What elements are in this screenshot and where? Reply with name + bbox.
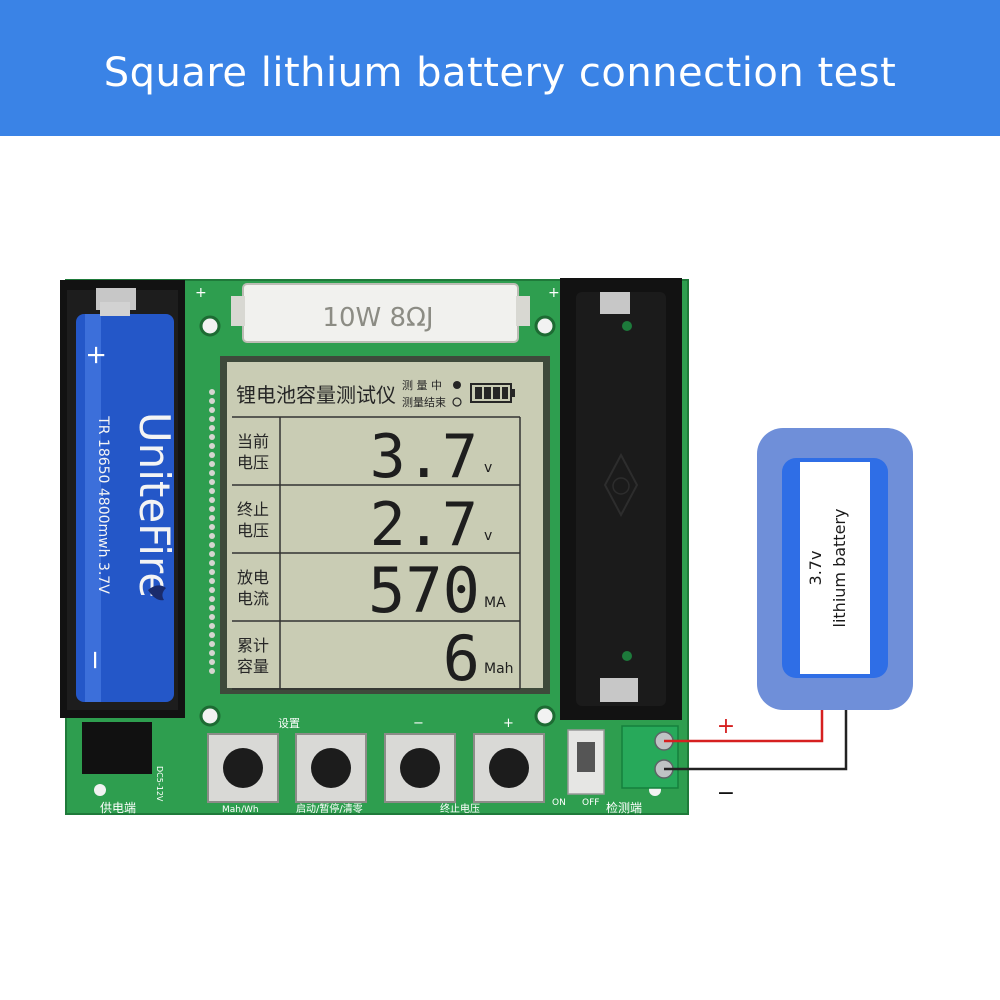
lcd-row-1-label-bottom: 电压: [237, 453, 269, 472]
lcd-pin: [209, 605, 215, 611]
lithium-cell-18650: + − UniteFire TR 18650 4800mwh 3.7V: [76, 302, 179, 702]
lcd-row-2-label-bottom: 电压: [237, 521, 269, 540]
button-label-set: 设置: [278, 717, 300, 730]
lcd-pin: [209, 596, 215, 602]
square-lithium-battery: 3.7v lithium battery: [757, 428, 913, 710]
test-wires: + −: [664, 710, 848, 806]
lcd-row-1-label-top: 当前: [237, 432, 269, 451]
dc-power-jack: DC5-12V 供电端: [82, 722, 164, 815]
terminal-block: [621, 725, 679, 789]
lcd-pin: [209, 650, 215, 656]
wire-plus-label: +: [717, 714, 735, 739]
lcd-row-2-value: 2.7: [370, 490, 478, 560]
lcd-pin: [209, 569, 215, 575]
switch-on-label: ON: [552, 798, 566, 808]
lcd-pin: [209, 461, 215, 467]
button-labels: 设置 − + Mah/Wh 启动/暂停/清零 终止电压: [222, 716, 514, 815]
button-label-mah-wh: Mah/Wh: [222, 805, 259, 815]
pcb-plus-left: +: [195, 285, 207, 301]
detect-terminal-label: 检测端: [606, 800, 642, 815]
status-dot-empty-icon: [452, 397, 462, 407]
lcd-pin: [209, 497, 215, 503]
wire-minus-label: −: [717, 781, 735, 806]
header-banner: Square lithium battery connection test: [0, 0, 1000, 136]
lcd-pin: [209, 416, 215, 422]
button-label-cutoff: 终止电压: [440, 802, 480, 815]
lcd-pin: [209, 506, 215, 512]
lcd-pin: [209, 452, 215, 458]
lcd-row-4-unit: Mah: [484, 661, 514, 677]
button-plus[interactable]: [473, 733, 545, 803]
cell-spec: TR 18650 4800mwh 3.7V: [95, 415, 111, 594]
lcd-pin: [209, 560, 215, 566]
lcd-pin: [209, 470, 215, 476]
square-battery-type: lithium battery: [830, 509, 849, 628]
lcd-status-measuring: 测 量 中: [402, 379, 442, 392]
lcd-pin: [209, 434, 215, 440]
lcd-pin: [209, 533, 215, 539]
status-dot-filled-icon: [453, 381, 461, 389]
lcd-pin: [209, 551, 215, 557]
lcd-row-2-unit: v: [484, 528, 492, 544]
lcd-pin: [209, 668, 215, 674]
lcd-row-2-label-top: 终止: [237, 500, 269, 519]
lcd-pin: [209, 542, 215, 548]
lcd-pin: [209, 524, 215, 530]
lcd-row-1-value: 3.7: [370, 422, 478, 492]
lcd-pin: [209, 623, 215, 629]
battery-level-icon: [470, 383, 515, 403]
lcd-row-1-unit: v: [484, 460, 492, 476]
lcd-row-3-value: 570: [368, 554, 480, 627]
lcd-pin: [209, 578, 215, 584]
lcd-pin: [209, 398, 215, 404]
lcd-pin: [209, 632, 215, 638]
lcd-screen: 锂电池容量测试仪 测 量 中 测量结束 当前 电压 3.7 v 终止 电压 2.…: [220, 356, 550, 695]
lcd-pin: [209, 515, 215, 521]
flame-logo-icon: [148, 585, 166, 601]
button-label-plus: +: [503, 716, 514, 731]
dc-voltage-label: DC5-12V: [155, 766, 164, 802]
lcd-row-4-label-top: 累计: [237, 636, 269, 655]
power-resistor: 10W 8ΩJ: [231, 283, 530, 343]
resistor-label: 10W 8ΩJ: [322, 303, 433, 333]
lcd-pin: [209, 587, 215, 593]
button-label-minus: −: [413, 716, 424, 731]
banner-title: Square lithium battery connection test: [103, 50, 897, 96]
lcd-pin: [209, 407, 215, 413]
cell-brand: UniteFire: [130, 412, 179, 598]
power-input-label: 供电端: [100, 801, 136, 815]
lcd-row-3-label-top: 放电: [237, 568, 269, 587]
right-battery-holder: [560, 278, 682, 720]
button-start-pause[interactable]: [295, 733, 367, 803]
lcd-pin: [209, 659, 215, 665]
cell-minus-sign: −: [80, 649, 110, 671]
lcd-title: 锂电池容量测试仪: [236, 383, 396, 407]
lcd-pin: [209, 389, 215, 395]
lcd-row-3-label-bottom: 电流: [237, 589, 269, 608]
square-battery-voltage: 3.7v: [806, 551, 825, 586]
lcd-pin: [209, 488, 215, 494]
button-label-start: 启动/暂停/清零: [296, 802, 363, 815]
lcd-pin: [209, 479, 215, 485]
lcd-status-done: 测量结束: [402, 396, 446, 409]
lcd-pin: [209, 425, 215, 431]
pcb-plus-right: +: [548, 285, 560, 301]
lcd-row-4-label-bottom: 容量: [237, 657, 269, 676]
lcd-pin: [209, 614, 215, 620]
button-set[interactable]: [207, 733, 279, 803]
lcd-row-3-unit: MA: [484, 595, 506, 611]
power-switch[interactable]: ON OFF 检测端: [552, 729, 642, 815]
switch-off-label: OFF: [582, 798, 599, 808]
cell-plus-sign: +: [81, 344, 111, 366]
lcd-pin: [209, 443, 215, 449]
lcd-row-4-value: 6: [443, 622, 480, 695]
lcd-pin: [209, 641, 215, 647]
button-minus[interactable]: [384, 733, 456, 803]
